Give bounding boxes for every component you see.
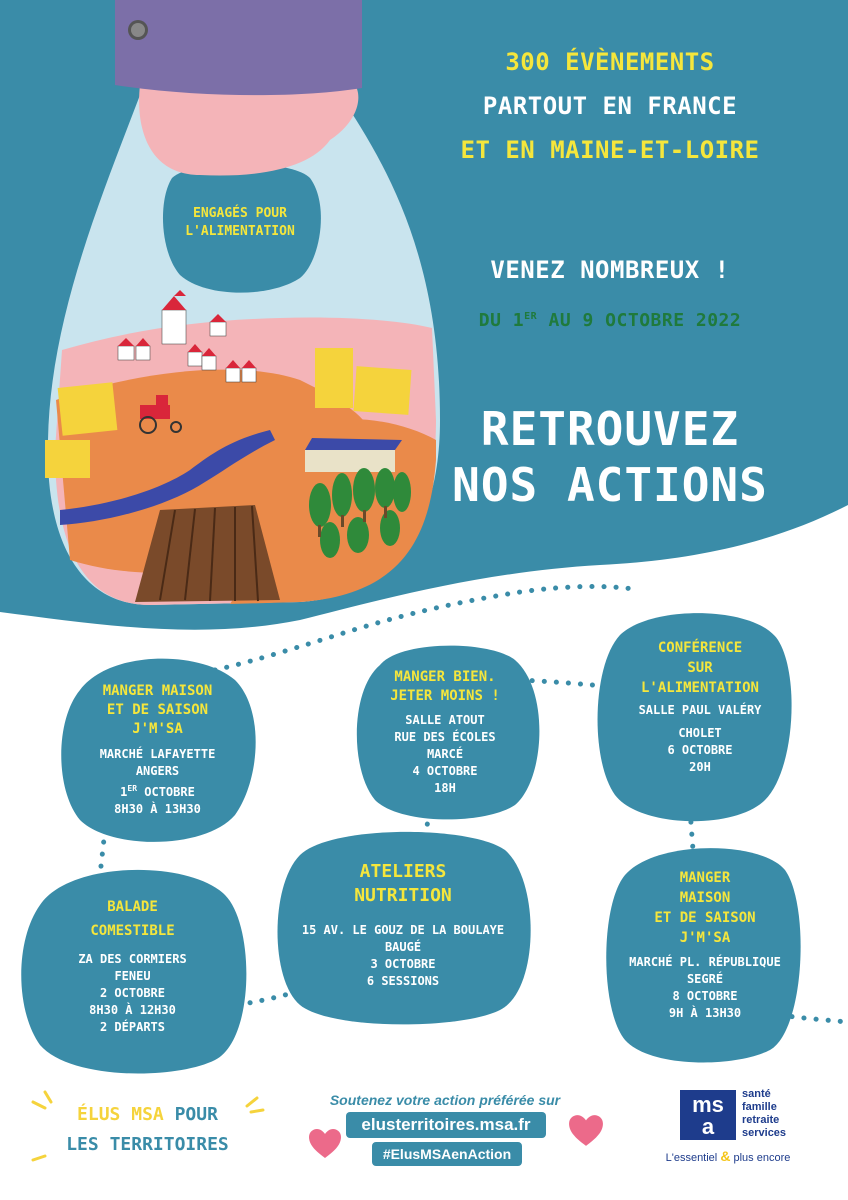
event-4-line-1: ZA DES CORMIERS: [78, 952, 187, 966]
event-1-time: 8H30 À 13H30: [114, 802, 201, 816]
event-6-title-2: MAISON: [679, 890, 731, 906]
event-5-title-1: ATELIERS: [359, 861, 447, 882]
event-6-line-2: SEGRÉ: [686, 972, 724, 986]
event-2-line-4: 4 OCTOBRE: [412, 764, 478, 778]
msa-line-2: famille: [742, 1101, 777, 1113]
event-card-1: MANGER MAISON ET DE SAISON J'M'SA MARCHÉ…: [60, 682, 255, 818]
event-card-2: MANGER BIEN. JETER MOINS ! SALLE ATOUT R…: [360, 668, 530, 797]
event-4-title-2: COMESTIBLE: [90, 923, 175, 939]
hashtag-badge[interactable]: #ElusMSAenAction: [372, 1142, 522, 1166]
event-6-title-4: J'M'SA: [679, 930, 731, 946]
event-2-line-2: RUE DES ÉCOLES: [394, 730, 496, 744]
event-3-title-2: SUR: [687, 660, 713, 676]
elus-text: ÉLUS MSA: [77, 1104, 175, 1125]
dates-sup: ER: [524, 311, 538, 322]
event-6-line-1: MARCHÉ PL. RÉPUBLIQUE: [629, 955, 781, 969]
event-6-title-1: MANGER: [679, 870, 731, 886]
msa-line-4: services: [742, 1127, 787, 1139]
retrouvez-title-1: RETROUVEZ: [480, 402, 740, 456]
event-6-title-3: ET DE SAISON: [654, 910, 756, 926]
msa-services-list: santé famille retraite services: [742, 1088, 786, 1140]
msa-line-3: retraite: [742, 1114, 780, 1126]
bag-label-line-2: L'ALIMENTATION: [185, 224, 295, 239]
event-5-line-4: 6 SESSIONS: [366, 974, 440, 988]
heart-icon: [569, 1115, 603, 1146]
pour-text: POUR: [174, 1104, 218, 1125]
msa-line-1: santé: [742, 1088, 771, 1100]
event-1-date-main: 1: [120, 785, 128, 799]
dates-du: DU 1: [478, 310, 525, 331]
event-2-title-1: MANGER BIEN.: [394, 669, 496, 685]
blob-event-4: [21, 869, 247, 1074]
bag-label: ENGAGÉS POUR L'ALIMENTATION: [155, 205, 325, 241]
svg-text:ms: ms: [692, 1092, 724, 1117]
event-5-line-2: BAUGÉ: [384, 940, 422, 954]
event-card-4: BALADE COMESTIBLE ZA DES CORMIERS FENEU …: [30, 895, 235, 1036]
elus-line-1: ÉLUS MSA POUR: [30, 1100, 265, 1130]
event-4-line-4: 8H30 À 12H30: [89, 1003, 176, 1017]
dates-rest: AU 9 OCTOBRE 2022: [537, 310, 742, 331]
event-5-title-2: NUTRITION: [354, 885, 452, 906]
event-2-line-1: SALLE ATOUT: [405, 713, 485, 727]
svg-text:a: a: [702, 1114, 715, 1139]
headline-line-1: 300 ÉVÈNEMENTS: [505, 48, 715, 76]
url-text: elusterritoires.msa.fr: [361, 1115, 531, 1134]
event-card-3: CONFÉRENCE SUR L'ALIMENTATION SALLE PAUL…: [605, 638, 795, 776]
event-3-line-1: SALLE PAUL VALÉRY: [638, 703, 762, 717]
tagline-b: plus encore: [730, 1152, 791, 1164]
retrouvez-title-2: NOS ACTIONS: [452, 458, 768, 512]
event-1-title-2: ET DE SAISON: [106, 702, 209, 718]
hashtag-text: #ElusMSAenAction: [382, 1146, 512, 1162]
event-1-title-3: J'M'SA: [132, 721, 183, 737]
hand-illustration: [139, 85, 359, 176]
url-button[interactable]: elusterritoires.msa.fr: [346, 1112, 546, 1138]
event-4-line-5: 2 DÉPARTS: [99, 1020, 166, 1034]
blob-event-5: [277, 831, 531, 1025]
event-3-line-4: 20H: [689, 760, 711, 774]
event-4-line-3: 2 OCTOBRE: [99, 986, 166, 1000]
event-dates: DU 1ER AU 9 OCTOBRE 2022: [380, 310, 840, 331]
event-3-line-3: 6 OCTOBRE: [667, 743, 733, 757]
event-1-date-sup: ER: [127, 784, 138, 793]
blob-event-6: [606, 848, 801, 1063]
event-1-title-1: MANGER MAISON: [102, 683, 213, 699]
headline-line-2: PARTOUT EN FRANCE: [482, 92, 738, 120]
headline-line-3: ET EN MAINE-ET-LOIRE: [460, 136, 760, 164]
blob-event-2: [356, 645, 540, 820]
event-4-title-1: BALADE: [107, 899, 158, 915]
msa-tagline: L'essentiel & plus encore: [648, 1148, 808, 1164]
event-5-line-1: 15 AV. LE GOUZ DE LA BOULAYE: [301, 923, 505, 937]
event-3-line-2: CHOLET: [678, 726, 722, 740]
header-background: [0, 0, 848, 630]
event-5-line-3: 3 OCTOBRE: [370, 957, 436, 971]
sleeve-illustration: [115, 0, 362, 96]
tagline-amp: &: [720, 1148, 731, 1164]
event-card-5: ATELIERS NUTRITION 15 AV. LE GOUZ DE LA …: [278, 860, 528, 990]
event-1-line-2: ANGERS: [135, 764, 180, 778]
event-card-6: MANGER MAISON ET DE SAISON J'M'SA MARCHÉ…: [610, 868, 800, 1022]
bag-label-line-1: ENGAGÉS POUR: [193, 206, 287, 221]
venez-nombreux: VENEZ NOMBREUX !: [490, 256, 730, 284]
event-1-date-rest: OCTOBRE: [137, 785, 195, 799]
elus-logo-decor: [31, 1090, 265, 1162]
blob-event-3: [597, 613, 792, 822]
msa-logo-icon: ms a: [680, 1090, 736, 1140]
event-1-date: 1ER OCTOBRE: [60, 780, 255, 801]
tagline-a: L'essentiel: [665, 1152, 721, 1164]
event-2-title-2: JETER MOINS !: [390, 688, 500, 704]
event-3-title-1: CONFÉRENCE: [657, 640, 743, 656]
elus-line-2: LES TERRITOIRES: [66, 1134, 229, 1155]
event-6-line-3: 8 OCTOBRE: [672, 989, 738, 1003]
event-3-title-3: L'ALIMENTATION: [640, 680, 759, 696]
heart-icon: [309, 1129, 341, 1158]
event-2-line-3: MARCÉ: [426, 747, 464, 761]
blob-event-1: [61, 658, 256, 842]
event-6-line-4: 9H À 13H30: [668, 1006, 742, 1020]
elus-msa-logo: ÉLUS MSA POUR LES TERRITOIRES: [30, 1100, 265, 1160]
event-2-line-5: 18H: [434, 781, 456, 795]
soutenez-text: Soutenez votre action préférée sur: [329, 1092, 561, 1108]
event-1-line-1: MARCHÉ LAFAYETTE: [99, 747, 216, 761]
event-4-line-2: FENEU: [114, 969, 151, 983]
